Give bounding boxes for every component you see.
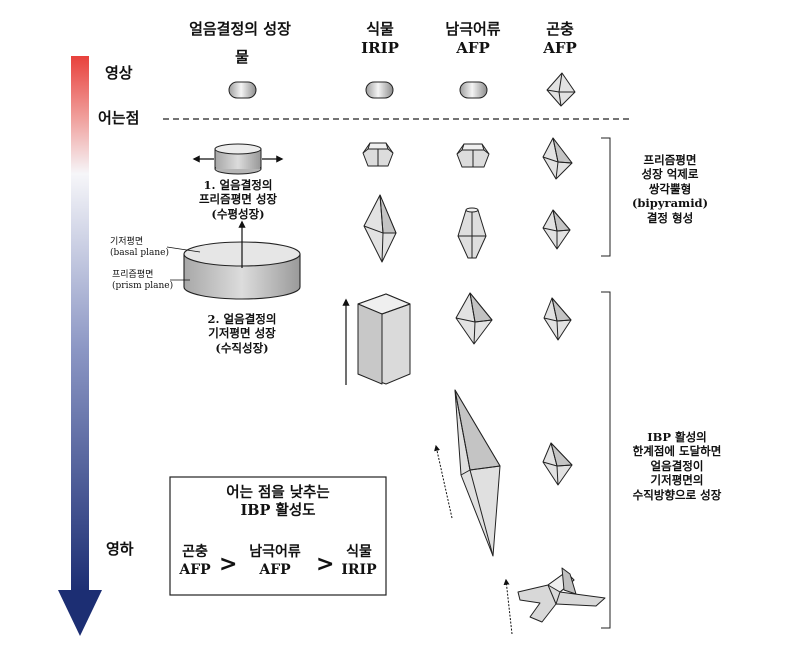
ibp-rank-fish-name: 남극어류 (249, 544, 301, 560)
basal-plane-pointer (166, 246, 201, 253)
label-prism-plane-en: (prism plane) (112, 281, 174, 292)
header-ice-growth: 얼음결정의 성장 (189, 20, 291, 38)
note-upper-line2: 성장 억제로 (641, 167, 699, 182)
upper-bracket (601, 137, 611, 257)
insect-bipyramid-top (546, 72, 576, 107)
insect-bipyramid-3 (543, 297, 572, 341)
header-water: 물 (235, 48, 249, 66)
note-upper-line3: 쌍각뿔형 (648, 181, 692, 196)
ibp-rank-plant-name: 식물 (346, 544, 372, 560)
label-basal-plane: 기저평면 (basal plane) (110, 237, 169, 260)
ibp-rank-plant-protein: IRIP (341, 561, 377, 578)
ibp-rank-insect: 곤충 AFP (172, 544, 218, 579)
ice-cylinder-basal (183, 241, 301, 300)
fish-barrel-crystal (457, 207, 487, 259)
insect-growth-arrow (503, 578, 513, 635)
insect-bipyramid-4 (542, 442, 573, 486)
header-plant: 식물 IRIP (345, 20, 415, 58)
ice-disk-prism-growth (214, 143, 262, 175)
caption-step1-line2: 프리즘평면 성장 (198, 192, 278, 207)
insect-star-crystal (517, 567, 606, 623)
note-lower-line2: 한계점에 도달하면 (632, 444, 722, 459)
plant-crystals (357, 142, 411, 385)
ibp-rank-insect-protein: AFP (179, 561, 211, 578)
header-insect-protein: AFP (543, 38, 577, 57)
ibp-greater-than-1: > (219, 552, 238, 577)
header-insect-name: 곤충 (546, 20, 574, 38)
note-bipyramid-formation: 프리즘평면 성장 억제로 쌍각뿔형 (bipyramid) 결정 형성 (618, 153, 722, 225)
insect-bipyramid-2 (542, 209, 571, 250)
pebble-plant (365, 81, 394, 99)
fish-crystals (454, 143, 501, 557)
label-basal-plane-ko: 기저평면 (110, 237, 144, 247)
caption-step2-line3: (수직성장) (215, 340, 269, 355)
note-upper-line1: 프리즘평면 (643, 153, 697, 167)
insect-bipyramid-1 (542, 137, 573, 180)
note-lower-line4: 기저평면의 (650, 473, 704, 488)
ibp-greater-than-2: > (316, 552, 335, 577)
header-plant-protein: IRIP (361, 38, 399, 57)
header-fish-name: 남극어류 (445, 20, 501, 38)
ibp-rank-fish: 남극어류 AFP (240, 544, 310, 579)
lower-bracket (601, 291, 611, 629)
pebble-water (228, 81, 257, 99)
label-above-zero: 영상 (105, 64, 133, 82)
header-fish: 남극어류 AFP (433, 20, 513, 58)
temperature-arrow-head (58, 590, 102, 636)
ibp-title-line2: IBP 활성도 (240, 502, 316, 520)
plant-hex-column (357, 293, 411, 385)
header-insect: 곤충 AFP (530, 20, 590, 58)
fish-truncated-crystal (456, 143, 490, 168)
ibp-rank-fish-protein: AFP (259, 561, 291, 578)
ibp-rank-insect-name: 곤충 (182, 544, 208, 560)
ibp-activity-box (169, 476, 387, 596)
plant-bipyramid (363, 194, 397, 263)
note-lower-line5: 수직방향으로 성장 (632, 487, 722, 502)
label-below-zero: 영하 (106, 540, 134, 558)
plant-truncated-crystal (362, 142, 394, 167)
fish-bipyramid (455, 292, 493, 345)
caption-step2-line1: 2. 얼음결정의 (207, 312, 277, 326)
ibp-rank-plant: 식물 IRIP (334, 544, 384, 579)
note-lower-line1: IBP 활성의 (647, 430, 707, 444)
fish-needle-crystal (454, 389, 501, 557)
label-prism-plane: 프리즘평면 (prism plane) (112, 270, 173, 293)
label-freezing-point: 어는점 (98, 109, 140, 127)
label-basal-plane-en: (basal plane) (110, 248, 170, 259)
caption-step1: 1. 얼음결정의 프리즘평면 성장 (수평성장) (178, 178, 298, 221)
header-fish-protein: AFP (456, 38, 490, 57)
note-lower-line3: 얼음결정이 (650, 458, 704, 473)
fish-growth-arrow (434, 444, 453, 519)
pebble-fish (459, 81, 488, 99)
note-upper-line5: 결정 형성 (646, 210, 694, 225)
caption-step2: 2. 얼음결정의 기저평면 성장 (수직성장) (182, 312, 302, 355)
caption-step1-line1: 1. 얼음결정의 (203, 178, 273, 192)
note-vertical-growth: IBP 활성의 한계점에 도달하면 얼음결정이 기저평면의 수직방향으로 성장 (612, 430, 742, 502)
caption-step2-line2: 기저평면 성장 (208, 326, 276, 341)
temperature-arrow-shaft (71, 56, 89, 592)
caption-step1-line3: (수평성장) (211, 206, 265, 221)
header-plant-name: 식물 (366, 20, 394, 38)
ibp-box-title: 어는 점을 낮추는 IBP 활성도 (170, 484, 386, 520)
insect-crystals (517, 137, 606, 623)
water-crystal-pebbles (228, 81, 488, 99)
ibp-title-line1: 어는 점을 낮추는 (226, 484, 330, 501)
label-prism-plane-ko: 프리즘평면 (112, 270, 154, 280)
note-upper-line4: (bipyramid) (631, 196, 709, 211)
